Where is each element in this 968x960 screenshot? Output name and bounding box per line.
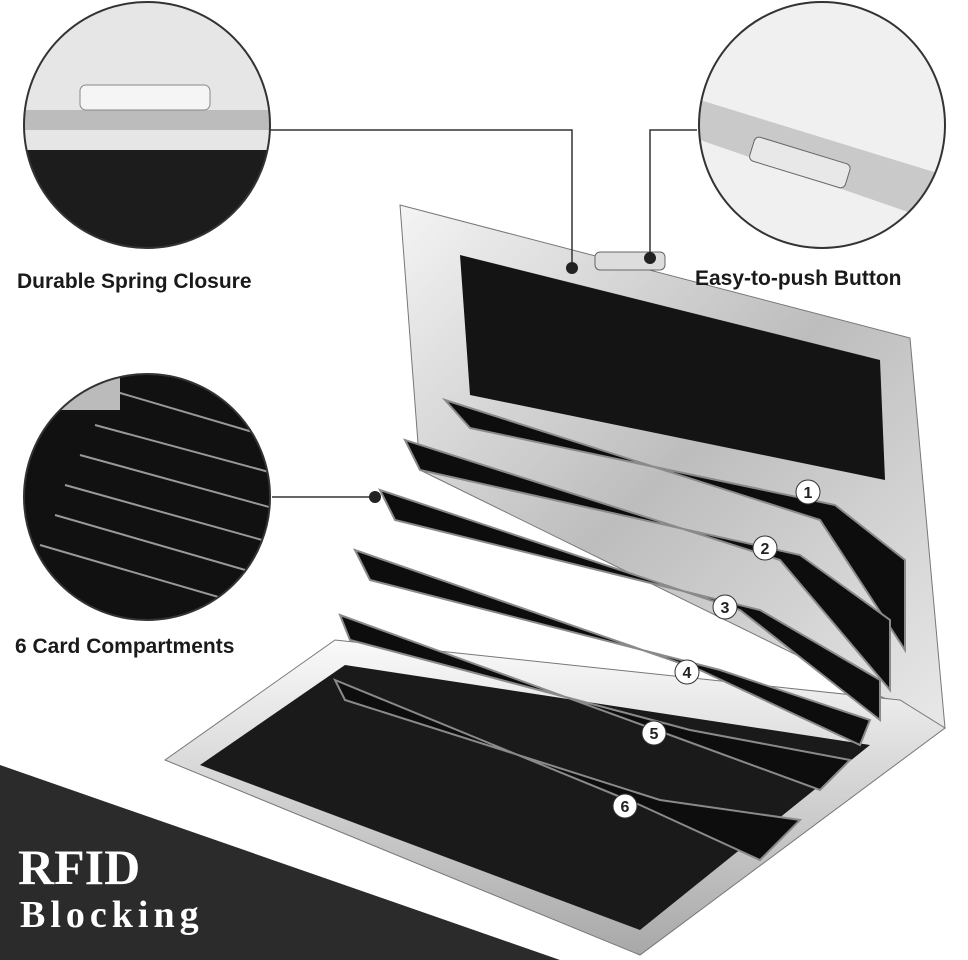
callout-lines (270, 129, 697, 498)
push-button-label: Easy-to-push Button (695, 267, 902, 290)
compartment-number: 2 (761, 541, 770, 558)
button-detail-image (699, 2, 945, 248)
lid-interior (460, 255, 885, 480)
compartment-number: 6 (621, 799, 630, 816)
rfid-title: RFID (18, 839, 141, 895)
compartment-number-badge (795, 479, 821, 505)
base-interior (200, 665, 870, 930)
card-compartments (332, 397, 906, 862)
compartment-number: 1 (804, 485, 813, 502)
compartment-number-badge (641, 720, 667, 746)
compartment-number-badge (752, 535, 778, 561)
spring-closure-label: Durable Spring Closure (17, 270, 252, 293)
compartment-number: 4 (683, 665, 692, 682)
compartments-label: 6 Card Compartments (15, 635, 235, 658)
rfid-banner-background (0, 765, 560, 960)
compartment-number-badge (712, 594, 738, 620)
compartment-number: 5 (650, 726, 659, 743)
compartment-number-badge (612, 793, 638, 819)
compartments-detail-image (24, 374, 270, 620)
rfid-subtitle: Blocking (20, 894, 204, 936)
compartment-number: 3 (721, 600, 730, 617)
compartment-number-badge (674, 659, 700, 685)
